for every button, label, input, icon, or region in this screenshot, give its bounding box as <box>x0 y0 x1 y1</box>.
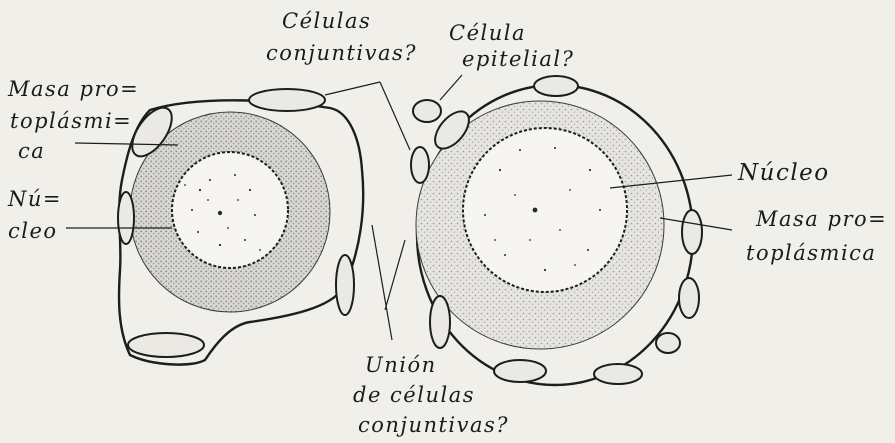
left-connective-cell <box>118 192 134 244</box>
right-connective-cell <box>656 333 680 353</box>
left-connective-cell <box>336 255 354 315</box>
left-nucleus <box>172 152 288 268</box>
label-celulas-conjuntivas: Células conjuntivas? <box>266 9 417 65</box>
right-connective-cell <box>430 296 450 348</box>
right-connective-cell <box>679 278 699 318</box>
left-connective-cell <box>128 333 204 357</box>
label-nucleo-right: Núcleo <box>737 160 830 186</box>
left-connective-cell <box>249 89 325 111</box>
right-connective-cell <box>682 210 702 254</box>
right-connective-cell <box>594 364 642 384</box>
right-connective-cell <box>534 76 578 96</box>
label-masa-protoplasmica-right: Masa pro= toplásmica <box>746 207 895 265</box>
left-cell <box>118 89 363 365</box>
label-celula-epitelial: Célula epitelial? <box>449 21 574 71</box>
label-masa-protoplasmica-left: Masa pro= toplásmi= ca <box>7 77 147 163</box>
label-nucleo-left: Nú= cleo <box>7 187 70 243</box>
right-cell <box>411 76 702 385</box>
right-connective-cell <box>494 360 546 382</box>
right-connective-cell <box>411 147 429 183</box>
isolated-epithelial-cell <box>413 100 441 122</box>
right-nucleus <box>463 128 627 292</box>
